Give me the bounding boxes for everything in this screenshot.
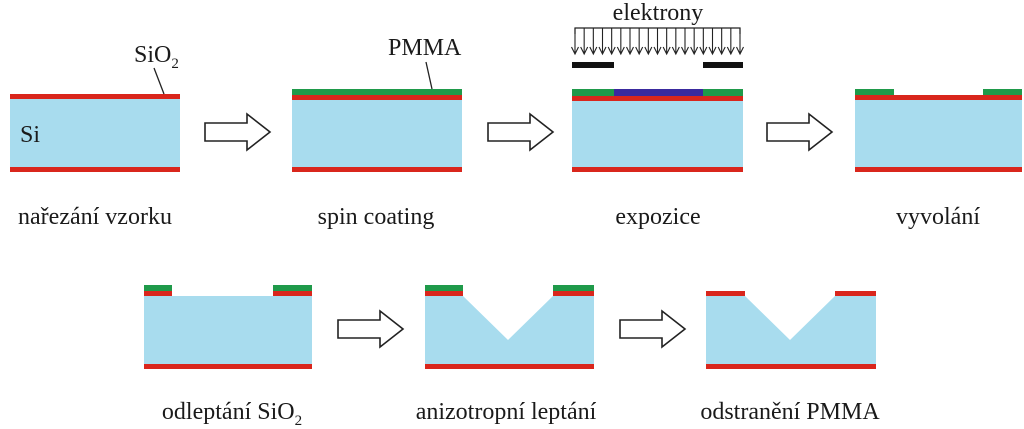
process-arrow-4: [337, 309, 405, 349]
sio2-leader-line: [153, 67, 165, 95]
electron-arrow: [626, 28, 634, 56]
etched-silicon-substrate: [706, 296, 876, 365]
sio2-layer-bottom: [10, 167, 180, 172]
sio2-remaining-right: [273, 291, 312, 296]
electron-arrow: [580, 28, 589, 56]
mask-left: [572, 62, 614, 68]
step-4-wafer: [855, 89, 1022, 172]
electron-arrow: [726, 28, 735, 56]
sio2-layer-top: [855, 95, 1022, 100]
step-5-caption: odleptání SiO2: [162, 399, 302, 429]
electrons-label: elektrony: [613, 0, 704, 26]
pmma-remaining-right: [983, 89, 1022, 95]
electron-arrow: [644, 28, 653, 56]
pmma-label: PMMA: [388, 35, 462, 61]
pmma-remaining-right: [553, 285, 594, 291]
step-2-caption: spin coating: [318, 204, 435, 230]
electron-arrow: [598, 28, 607, 56]
sio2-layer-bottom: [855, 167, 1022, 172]
sio2-label: SiO2: [134, 42, 179, 72]
process-arrow-3: [766, 112, 834, 152]
step-7-caption: odstranění PMMA: [700, 399, 880, 425]
step-6-caption: anizotropní leptání: [416, 399, 597, 425]
electron-arrow: [571, 28, 579, 56]
sio2-layer-bottom: [425, 364, 594, 369]
electron-arrow: [589, 28, 598, 56]
pmma-remaining-left: [425, 285, 463, 291]
electron-arrow: [671, 28, 680, 56]
electron-arrow: [736, 28, 744, 56]
sio2-layer-top: [572, 96, 743, 101]
pmma-remaining-left: [855, 89, 894, 95]
silicon-substrate: [572, 101, 743, 168]
step-2-wafer: PMMA: [292, 35, 462, 172]
silicon-substrate: [292, 99, 462, 168]
electron-arrow: [607, 28, 616, 56]
pmma-layer: [292, 89, 462, 95]
mask-right: [703, 62, 743, 68]
electron-arrow: [690, 28, 699, 56]
sio2-layer-bottom: [706, 364, 876, 369]
electron-arrow: [681, 28, 689, 56]
electron-arrow: [635, 28, 644, 56]
sio2-remaining-left: [425, 291, 463, 296]
process-arrow-5: [619, 309, 687, 349]
sio2-remaining-right: [835, 291, 876, 296]
silicon-substrate: [855, 100, 1022, 168]
sio2-layer-bottom: [144, 364, 312, 369]
step-3-wafer: elektrony: [571, 0, 744, 172]
sio2-remaining-left: [144, 291, 172, 296]
step-4-caption: vyvolání: [896, 204, 980, 230]
process-arrow-2: [487, 112, 555, 152]
pmma-remaining-right: [273, 285, 312, 291]
sio2-remaining-left: [706, 291, 745, 296]
pmma-remaining-left: [144, 285, 172, 291]
step-7-wafer: [706, 291, 876, 369]
electron-arrow: [708, 28, 717, 56]
process-arrow-1: [204, 112, 272, 152]
step-3-caption: expozice: [615, 204, 700, 230]
electron-beam: [571, 27, 744, 56]
silicon-substrate: [10, 97, 180, 168]
electron-arrow: [653, 28, 662, 56]
electron-arrow: [699, 28, 708, 56]
electron-arrow: [662, 28, 671, 56]
silicon-substrate: [144, 296, 312, 365]
sio2-layer-top: [10, 94, 180, 99]
etched-silicon-substrate: [425, 296, 594, 365]
exposed-pmma-region: [614, 89, 703, 96]
sio2-layer-bottom: [292, 167, 462, 172]
si-label: Si: [20, 122, 40, 148]
sio2-layer-bottom: [572, 167, 743, 172]
sio2-remaining-right: [553, 291, 594, 296]
pmma-leader-line: [425, 61, 433, 90]
step-6-wafer: [425, 285, 594, 369]
step-5-wafer: [144, 285, 312, 369]
electron-arrow: [717, 28, 726, 56]
step-1-caption: nařezání vzorku: [18, 204, 172, 230]
step-1-wafer: SiO2 Si: [10, 42, 180, 172]
sio2-layer-top: [292, 95, 462, 100]
electron-arrow: [616, 28, 625, 56]
